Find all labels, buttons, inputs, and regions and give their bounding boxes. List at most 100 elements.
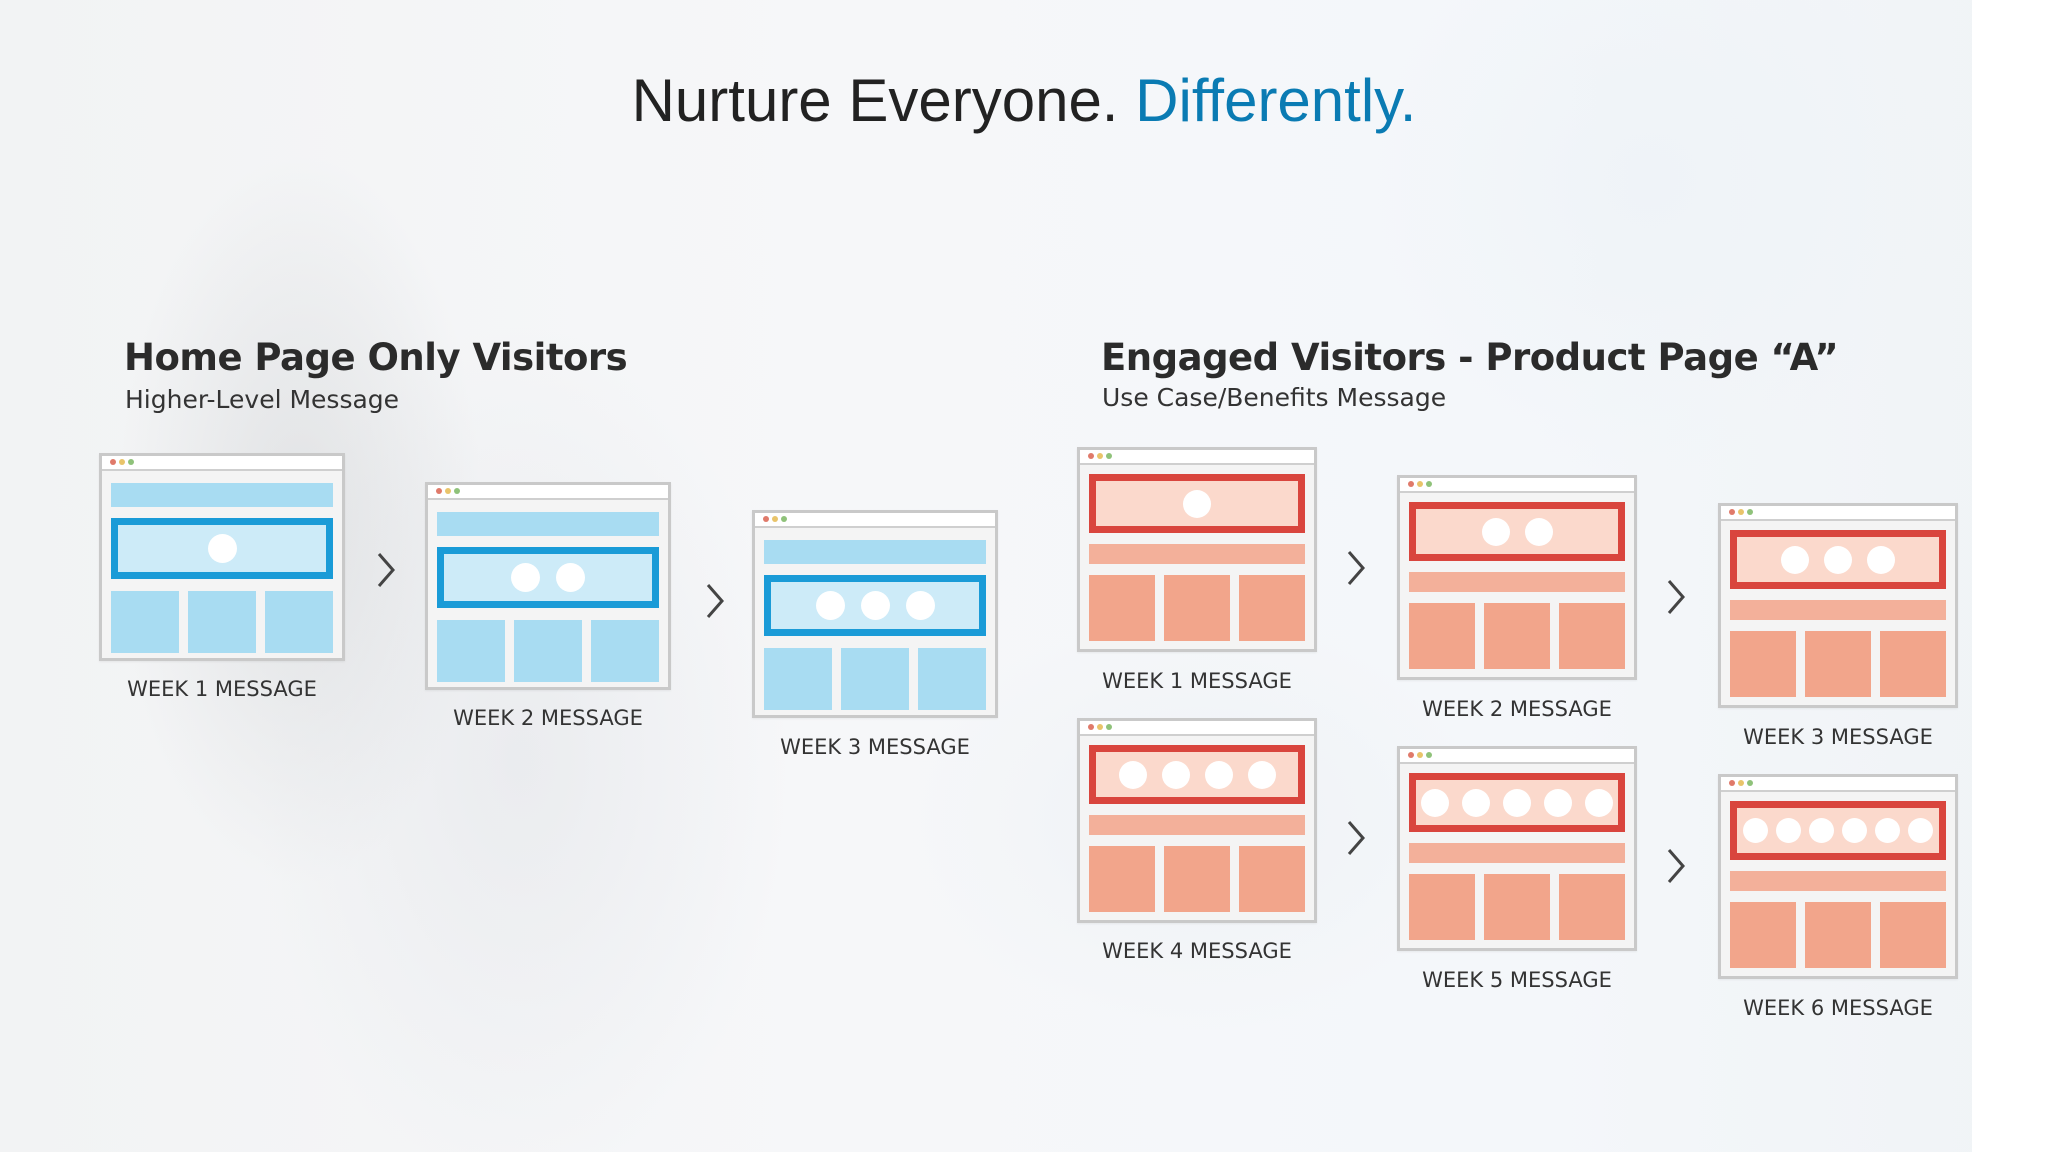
week-1-caption: WEEK 1 MESSAGE: [127, 677, 317, 701]
week-6-caption: WEEK 6 MESSAGE: [1743, 996, 1933, 1020]
content-block: [1730, 631, 1796, 697]
image-placeholder-circle: [556, 563, 585, 592]
chevron-right-icon: [1667, 849, 1685, 883]
image-placeholder-circle: [905, 591, 935, 620]
right-group-heading: Engaged Visitors - Product Page “A”: [1101, 336, 1839, 379]
week-5-caption: WEEK 5 MESSAGE: [1422, 968, 1612, 992]
week-3-caption: WEEK 3 MESSAGE: [1743, 725, 1933, 749]
content-block: [437, 620, 505, 682]
image-placeholder-circle: [1809, 818, 1834, 843]
image-placeholder-circle: [1183, 489, 1211, 518]
header-bar: [1089, 815, 1305, 835]
image-placeholder-circle: [511, 563, 540, 592]
window-titlebar: [1721, 777, 1955, 792]
chevron-right-icon: [1667, 580, 1685, 614]
hero-banner: [1089, 745, 1305, 804]
image-placeholder-circle: [860, 591, 890, 620]
image-placeholder-circle: [1524, 517, 1553, 546]
title-accent: Differently.: [1135, 67, 1417, 134]
image-placeholder-circle: [1481, 517, 1510, 546]
image-placeholder-circle: [1875, 818, 1900, 843]
slide-title: Nurture Everyone. Differently.: [0, 66, 2048, 135]
image-placeholder-circle: [1781, 545, 1809, 574]
window-titlebar: [102, 456, 342, 471]
content-block: [918, 648, 986, 710]
content-block: [591, 620, 659, 682]
week-6-email-wireframe: [1718, 774, 1958, 979]
window-titlebar: [755, 513, 995, 528]
window-titlebar: [1080, 450, 1314, 465]
content-block: [1730, 902, 1796, 968]
window-titlebar: [1400, 749, 1634, 764]
header-bar: [1730, 600, 1946, 620]
image-placeholder-circle: [1824, 545, 1852, 574]
week-2-caption: WEEK 2 MESSAGE: [453, 706, 643, 730]
content-block: [1559, 603, 1625, 669]
header-bar: [1089, 544, 1305, 564]
header-bar: [437, 512, 659, 536]
content-block: [188, 591, 256, 653]
window-titlebar: [1080, 721, 1314, 736]
slide-margin: [1972, 0, 2048, 1152]
week-3-caption: WEEK 3 MESSAGE: [780, 735, 970, 759]
header-bar: [1409, 843, 1625, 863]
week-4-email-wireframe: [1077, 718, 1317, 923]
content-block: [1089, 575, 1155, 641]
window-titlebar: [1721, 506, 1955, 521]
content-block: [1089, 846, 1155, 912]
title-main: Nurture Everyone.: [631, 67, 1119, 134]
week-2-caption: WEEK 2 MESSAGE: [1422, 697, 1612, 721]
content-block: [514, 620, 582, 682]
image-placeholder-circle: [207, 534, 237, 563]
image-placeholder-circle: [1161, 760, 1190, 789]
week-1-email-wireframe: [1077, 447, 1317, 652]
header-bar: [764, 540, 986, 564]
content-block: [1805, 902, 1871, 968]
week-2-email-wireframe: [425, 482, 671, 690]
image-placeholder-circle: [1544, 788, 1572, 817]
image-placeholder-circle: [1503, 788, 1531, 817]
content-block: [1484, 874, 1550, 940]
image-placeholder-circle: [1462, 788, 1490, 817]
left-group-subheading: Higher-Level Message: [125, 385, 400, 414]
image-placeholder-circle: [1743, 818, 1768, 843]
hero-banner: [1730, 530, 1946, 589]
week-2-email-wireframe: [1397, 475, 1637, 680]
hero-banner: [111, 518, 333, 579]
right-group-subheading: Use Case/Benefits Message: [1102, 383, 1447, 412]
content-block: [1880, 902, 1946, 968]
left-group-heading: Home Page Only Visitors: [124, 336, 628, 379]
image-placeholder-circle: [1842, 818, 1867, 843]
image-placeholder-circle: [1247, 760, 1276, 789]
content-block: [1239, 846, 1305, 912]
hero-banner: [1089, 474, 1305, 533]
chevron-right-icon: [706, 584, 724, 618]
week-4-caption: WEEK 4 MESSAGE: [1102, 939, 1292, 963]
content-block: [764, 648, 832, 710]
chevron-right-icon: [377, 553, 395, 587]
week-1-email-wireframe: [99, 453, 345, 661]
hero-banner: [1409, 773, 1625, 832]
chevron-right-icon: [1347, 551, 1365, 585]
content-block: [1559, 874, 1625, 940]
header-bar: [111, 483, 333, 507]
image-placeholder-circle: [1776, 818, 1801, 843]
content-block: [1409, 874, 1475, 940]
content-block: [1880, 631, 1946, 697]
image-placeholder-circle: [1908, 818, 1933, 843]
chevron-right-icon: [1347, 821, 1365, 855]
image-placeholder-circle: [1118, 760, 1147, 789]
content-block: [265, 591, 333, 653]
hero-banner: [1409, 502, 1625, 561]
window-titlebar: [428, 485, 668, 500]
week-3-email-wireframe: [1718, 503, 1958, 708]
hero-banner: [1730, 801, 1946, 860]
week-1-caption: WEEK 1 MESSAGE: [1102, 669, 1292, 693]
header-bar: [1409, 572, 1625, 592]
content-block: [1239, 575, 1305, 641]
content-block: [1164, 846, 1230, 912]
image-placeholder-circle: [1867, 545, 1895, 574]
hero-banner: [764, 575, 986, 636]
content-block: [111, 591, 179, 653]
image-placeholder-circle: [1585, 788, 1613, 817]
